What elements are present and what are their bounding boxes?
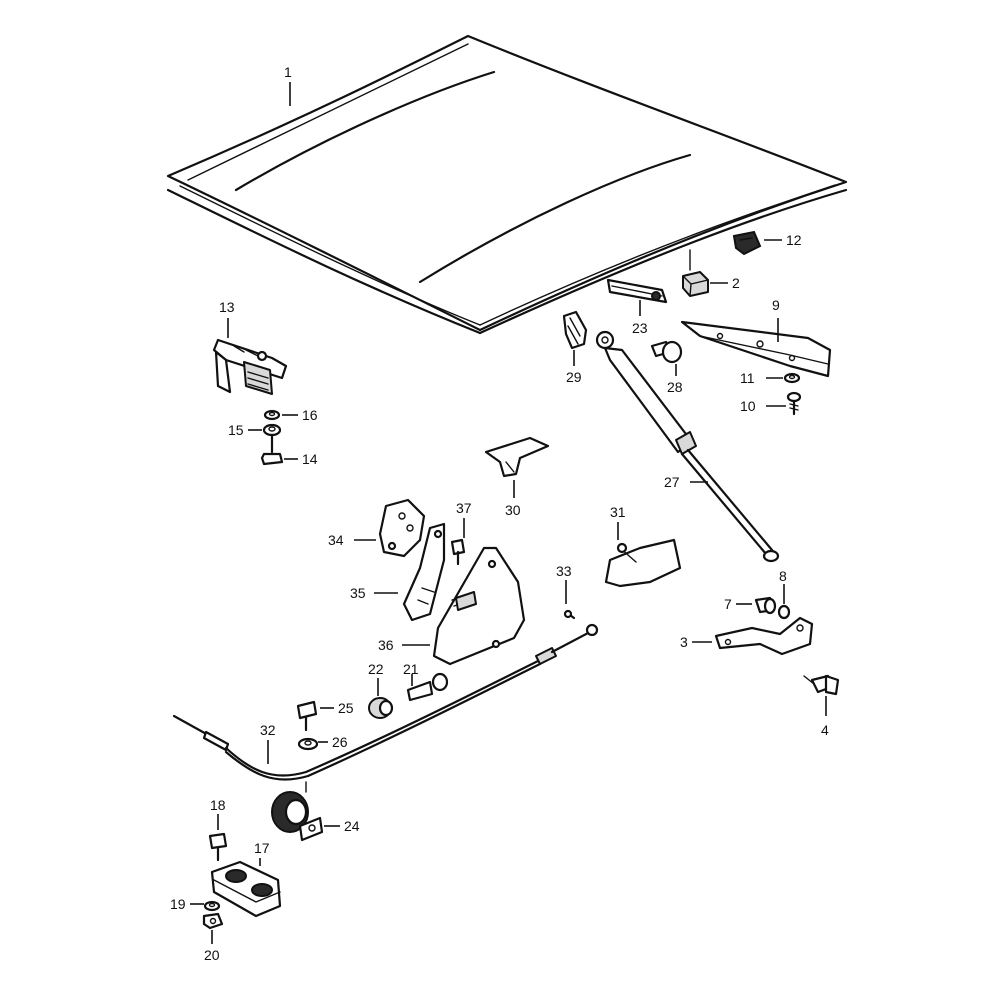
release-cable: [172, 623, 599, 781]
nut-20: [202, 912, 224, 930]
washer-19: [203, 900, 221, 912]
callout-34: 34: [328, 532, 344, 548]
callout-3: 3: [680, 634, 688, 650]
callout-29: 29: [566, 369, 582, 385]
screw-10: [786, 391, 802, 416]
washer-26: [297, 737, 319, 751]
callout-26: 26: [332, 734, 348, 750]
gas-strut: [595, 330, 780, 563]
bolt-4: [803, 674, 840, 696]
callout-13: 13: [219, 299, 235, 315]
seal-strip: [606, 278, 668, 304]
bolt-21: [406, 672, 449, 702]
callout-8: 8: [779, 568, 787, 584]
bracket-clip: [484, 436, 550, 478]
hood-panel: [166, 34, 848, 335]
callout-32: 32: [260, 722, 276, 738]
bolt-18: [208, 832, 228, 862]
callout-27: 27: [664, 474, 680, 490]
callout-1: 1: [284, 64, 292, 80]
callout-19: 19: [170, 896, 186, 912]
callout-11: 11: [740, 370, 755, 386]
callout-15: 15: [228, 422, 244, 438]
callout-7: 7: [724, 596, 732, 612]
hinge-housing: [432, 546, 526, 666]
callout-37: 37: [456, 500, 472, 516]
hex-bolt-14: [260, 434, 284, 466]
buffer-clip: [732, 230, 762, 256]
callout-23: 23: [632, 320, 648, 336]
callout-22: 22: [368, 661, 384, 677]
callout-16: 16: [302, 407, 318, 423]
hinge-link: [714, 616, 814, 656]
callout-30: 30: [505, 502, 521, 518]
bolt-25: [296, 700, 318, 732]
cable-clamp: [271, 791, 324, 842]
callout-35: 35: [350, 585, 366, 601]
catch-bracket: [604, 538, 682, 588]
callout-31: 31: [610, 504, 626, 520]
washer-8: [777, 604, 791, 620]
callout-28: 28: [667, 379, 683, 395]
callout-2: 2: [732, 275, 740, 291]
callout-25: 25: [338, 700, 354, 716]
callout-21: 21: [403, 661, 419, 677]
callout-10: 10: [740, 398, 756, 414]
callout-12: 12: [786, 232, 802, 248]
pin-33: [563, 609, 576, 620]
hinge-arm: [402, 522, 446, 622]
latch-striker: [212, 338, 288, 395]
callout-4: 4: [821, 722, 829, 738]
rubber-buffer: [682, 271, 709, 297]
mounting-plate: [210, 860, 282, 918]
callout-18: 18: [210, 797, 226, 813]
callout-14: 14: [302, 451, 318, 467]
ball-stud: [650, 340, 683, 364]
hinge-bracket: [378, 498, 426, 558]
stud-7: [754, 596, 777, 615]
bolt-37: [450, 538, 466, 566]
washer-11: [783, 372, 801, 384]
washer-16: [263, 409, 281, 421]
spring-clip: [562, 310, 588, 350]
callout-9: 9: [772, 297, 780, 313]
callout-33: 33: [556, 563, 572, 579]
callout-20: 20: [204, 947, 220, 963]
callout-36: 36: [378, 637, 394, 653]
hinge-cover-plate: [680, 320, 832, 378]
callout-24: 24: [344, 818, 360, 834]
callout-17: 17: [254, 840, 270, 856]
grommet-22: [368, 697, 394, 719]
washer-15: [262, 423, 282, 437]
